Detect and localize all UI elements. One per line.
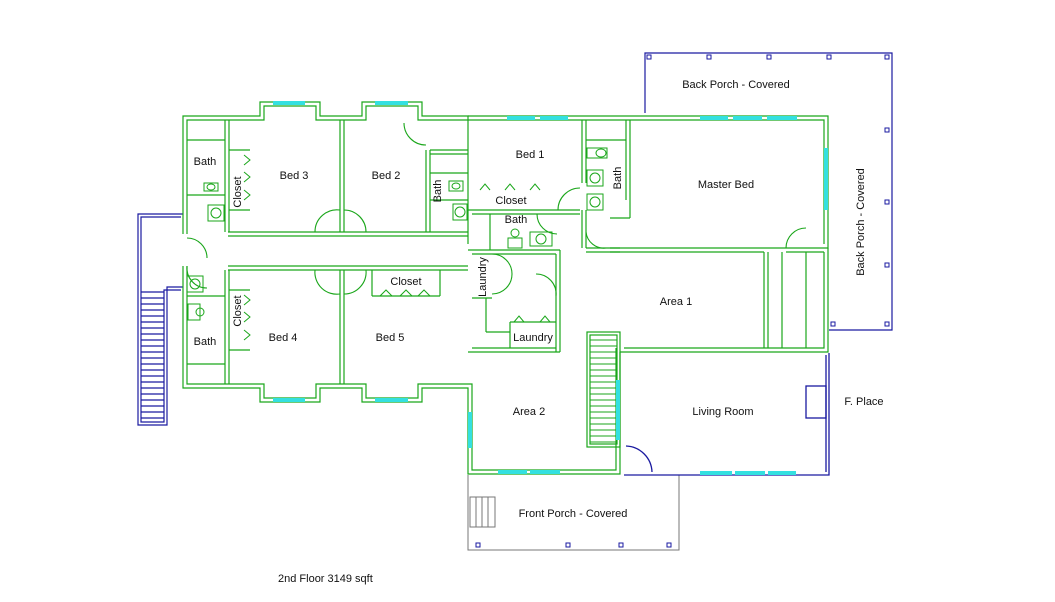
label-area2: Area 2 xyxy=(513,406,545,418)
label-bath-nw: Bath xyxy=(194,156,217,168)
floor-caption: 2nd Floor 3149 sqft xyxy=(278,573,373,585)
windows xyxy=(273,101,828,475)
label-bed3: Bed 3 xyxy=(280,170,309,182)
label-bath-master: Bath xyxy=(612,167,624,190)
bath-fixtures xyxy=(186,147,608,321)
label-fireplace: F. Place xyxy=(844,396,883,408)
closet-doors xyxy=(243,154,551,341)
back-porch-outline xyxy=(644,52,893,331)
exterior-walls xyxy=(182,101,829,475)
label-bed1: Bed 1 xyxy=(516,149,545,161)
label-closet-bed5: Closet xyxy=(390,276,421,288)
central-stair-treads xyxy=(590,339,617,443)
label-master-bed: Master Bed xyxy=(698,179,754,191)
label-living-room: Living Room xyxy=(692,406,753,418)
front-porch-outline xyxy=(467,475,680,551)
label-bed4: Bed 4 xyxy=(269,332,298,344)
label-closet-bed4: Closet xyxy=(232,295,244,326)
label-closet-bed1: Closet xyxy=(495,195,526,207)
label-bed5: Bed 5 xyxy=(376,332,405,344)
label-bath-mid: Bath xyxy=(432,180,444,203)
exterior-stair xyxy=(137,213,183,426)
label-laundry: Laundry xyxy=(513,332,553,344)
living-room-exterior xyxy=(624,353,830,476)
label-bed2: Bed 2 xyxy=(372,170,401,182)
label-back-porch: Back Porch - Covered xyxy=(682,79,790,91)
label-laundry-side: Laundry xyxy=(477,257,489,297)
label-bath-bed1: Bath xyxy=(505,214,528,226)
label-bath-sw: Bath xyxy=(194,336,217,348)
label-front-porch: Front Porch - Covered xyxy=(519,508,628,520)
door-swings xyxy=(186,122,807,297)
label-closet-bed3: Closet xyxy=(232,176,244,207)
label-area1: Area 1 xyxy=(660,296,692,308)
label-back-porch-side: Back Porch - Covered xyxy=(855,168,867,276)
